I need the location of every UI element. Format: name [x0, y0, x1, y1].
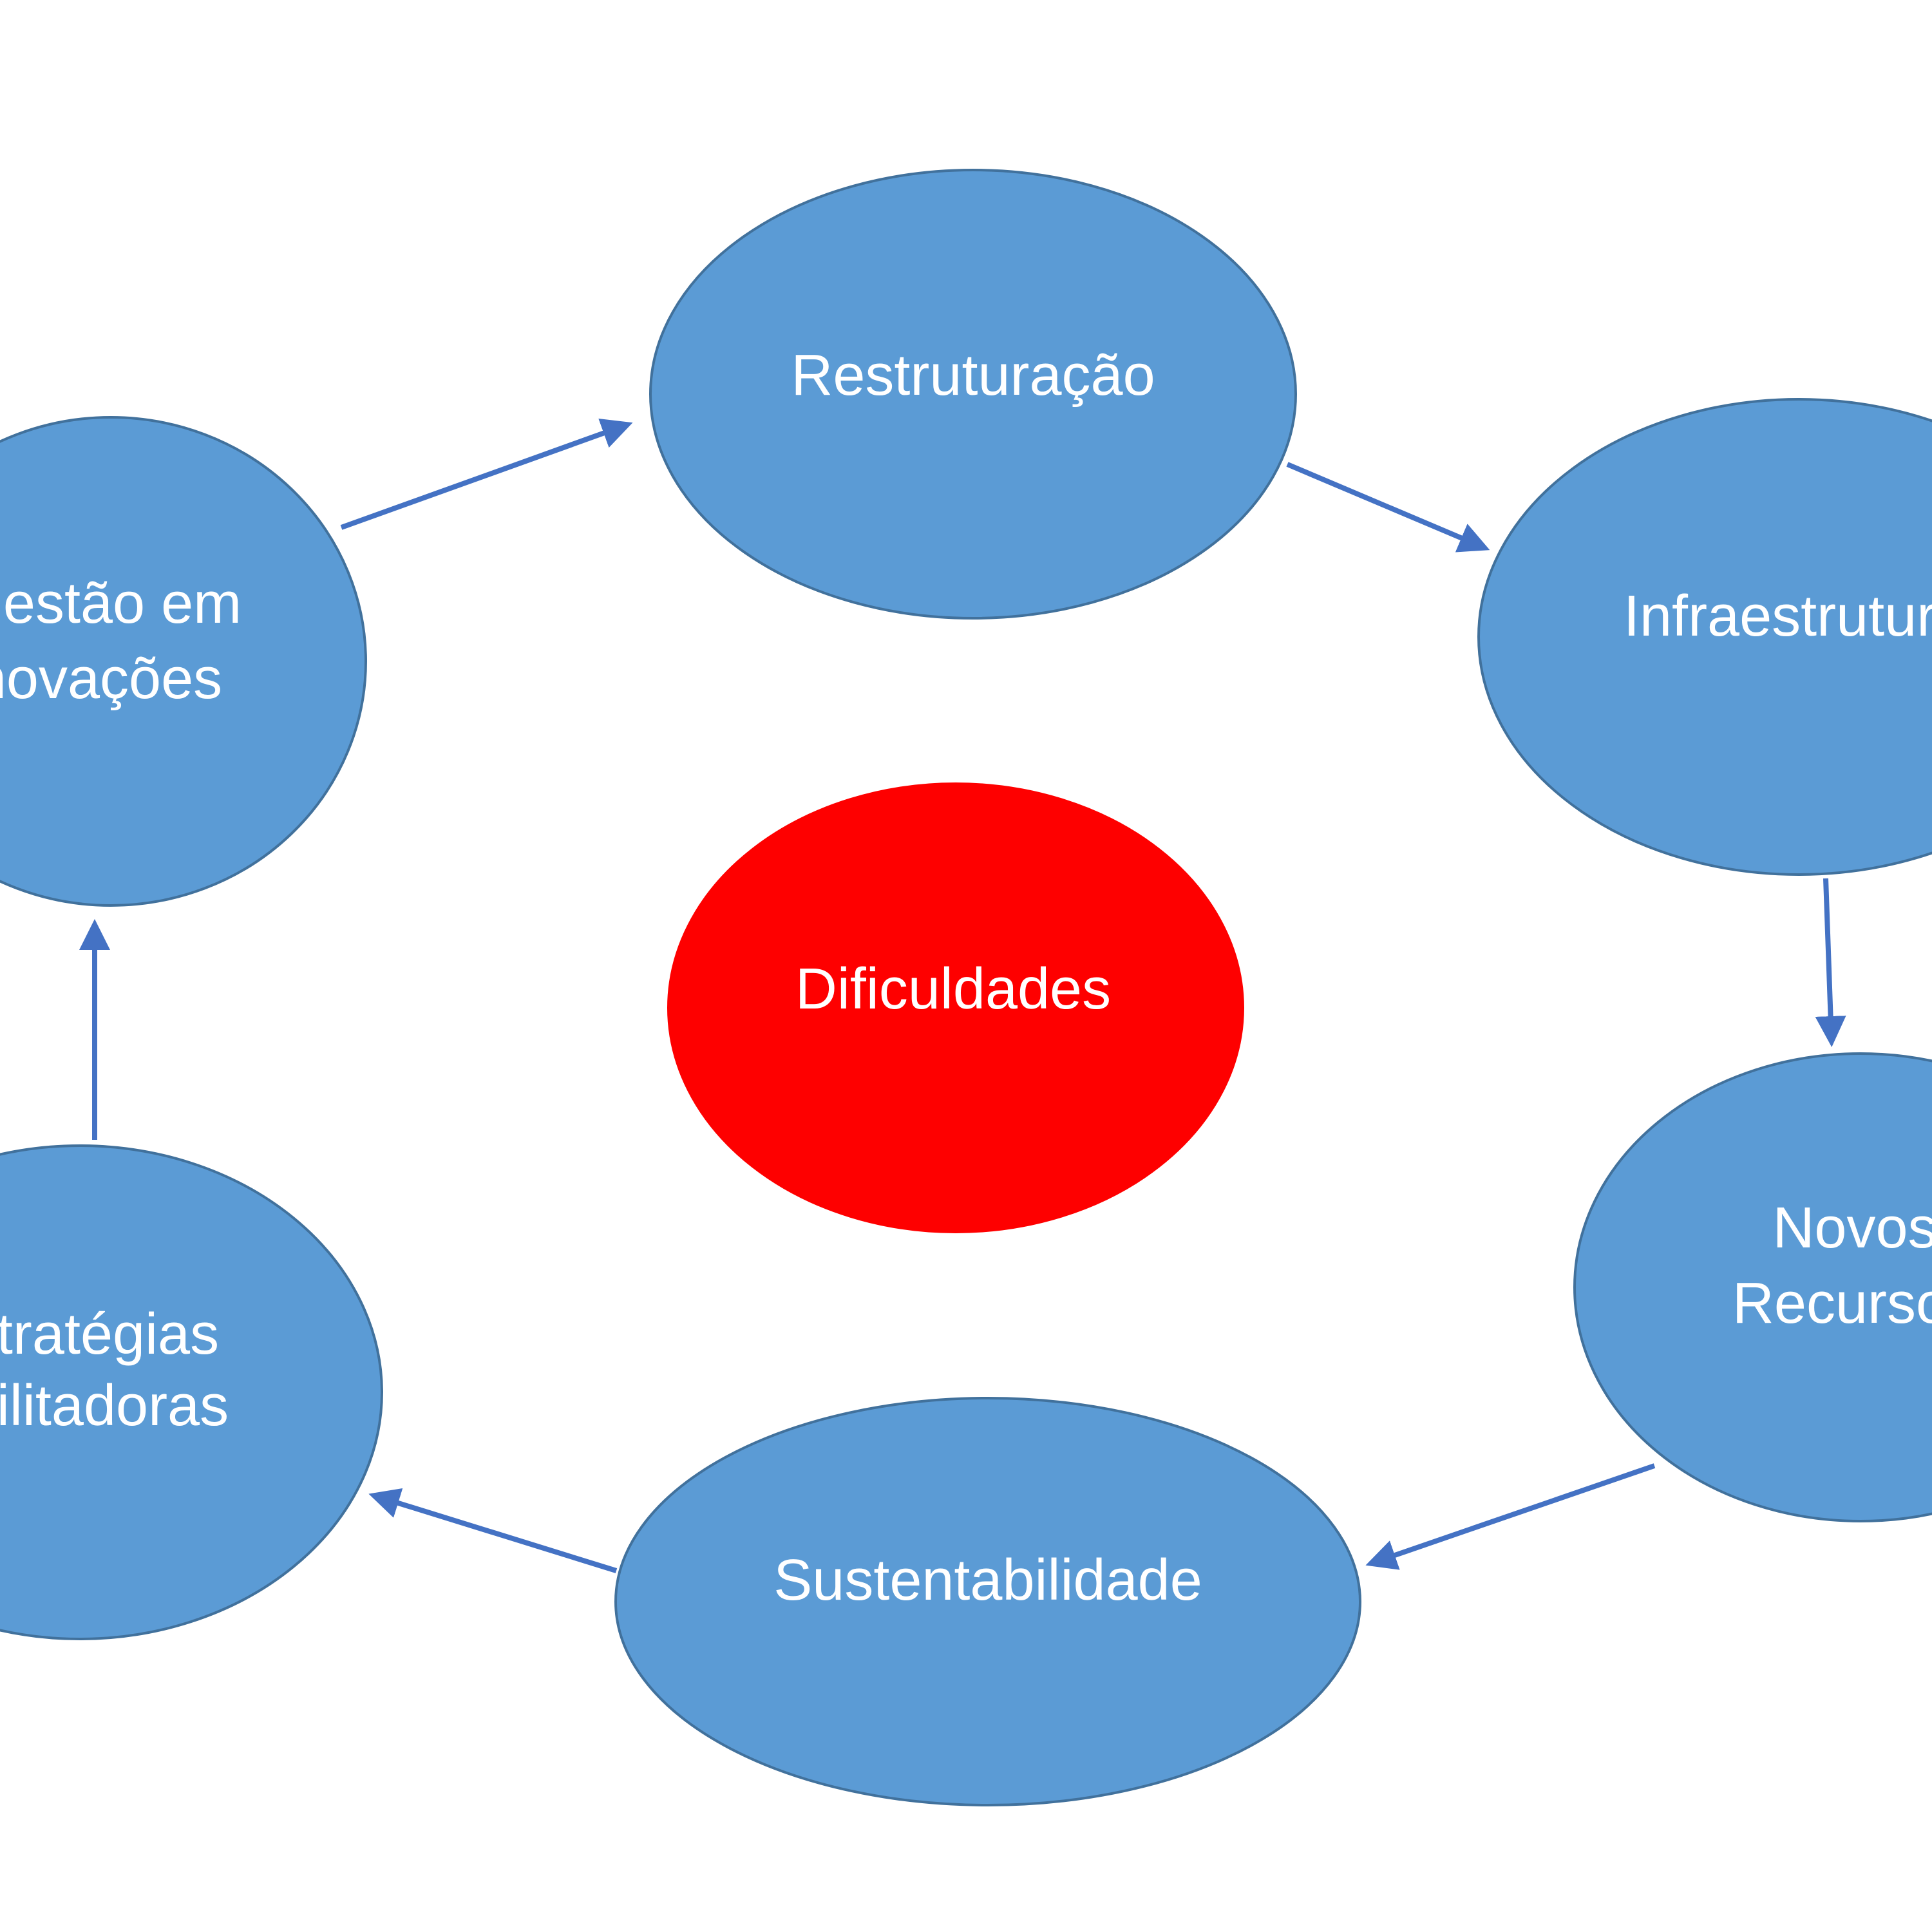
center-label: Dificuldades — [795, 957, 1111, 1021]
node-restruturacao: Restruturação — [649, 169, 1297, 620]
node-novos-recursos: Novos Recursos — [1573, 1052, 1932, 1522]
node-label: Sustentabilidade — [773, 1548, 1202, 1613]
node-label: Infraestrutura — [1624, 584, 1932, 649]
arrow-novos-recursos-to-sustentabilidade — [1365, 1463, 1656, 1570]
node-label: Inovações — [0, 647, 222, 711]
node-sustentabilidade: Sustentabilidade — [614, 1397, 1361, 1806]
arrow-infraestrutura-to-novos-recursos — [1815, 878, 1846, 1047]
node-infraestrutura: Infraestrutura — [1477, 398, 1932, 876]
node-label: Facilitadoras — [0, 1374, 229, 1438]
node-gestao-inovacoes: Gestão em Inovações — [0, 416, 367, 907]
node-label: Gestão em — [0, 571, 242, 636]
node-estrategias-facilitadoras: Estratégias Facilitadoras — [0, 1144, 383, 1640]
arrow-gestao-to-restruturacao — [340, 418, 633, 530]
node-label: Novos — [1772, 1196, 1932, 1260]
center-node-dificuldades: Dificuldades — [667, 782, 1244, 1233]
node-label: Restruturação — [791, 343, 1155, 408]
arrow-restruturacao-to-infraestrutura — [1286, 462, 1490, 553]
node-label: Estratégias — [0, 1302, 219, 1367]
node-label: Recursos — [1732, 1271, 1932, 1336]
arrow-sustentabilidade-to-estrategias — [368, 1488, 618, 1573]
